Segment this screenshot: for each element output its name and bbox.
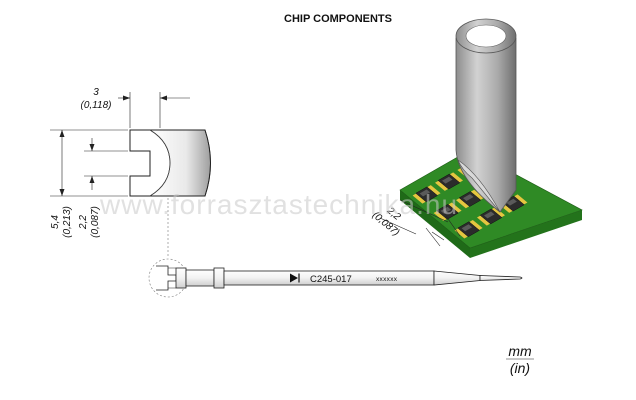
chip-highlight [506,198,517,206]
chip-highlight [484,211,495,219]
height-dimension [50,129,128,197]
height-mm-label: 5,4 [50,215,61,229]
width-mm-label: 3 [93,87,99,98]
diagram-title: CHIP COMPONENTS [284,13,392,25]
width-in-label: (0,118) [81,100,112,111]
chip-highlight [440,206,452,214]
tip-profile [129,129,211,197]
watermark: www.forrasztastechnika.hu [99,189,458,220]
slot-mm-label: 2,2 [78,215,89,230]
soldering-tip-full [156,265,523,291]
width-dimension [118,92,190,128]
tip-part-number: C245-017 [310,274,352,285]
unit-mm: mm [508,343,532,359]
tip-code: xxxxxx [376,276,398,283]
height-in-label: (0,213) [62,206,73,238]
chip-highlight [463,194,474,201]
chip-highlight [461,224,473,232]
chip-highlight [419,189,431,197]
slot-in-label: (0,087) [90,206,101,238]
unit-in: (in) [510,360,530,376]
chip-highlight [442,176,453,184]
chip-dimension [379,199,461,247]
slot-dimension [84,138,128,190]
soldering-tip-3d [455,18,517,213]
